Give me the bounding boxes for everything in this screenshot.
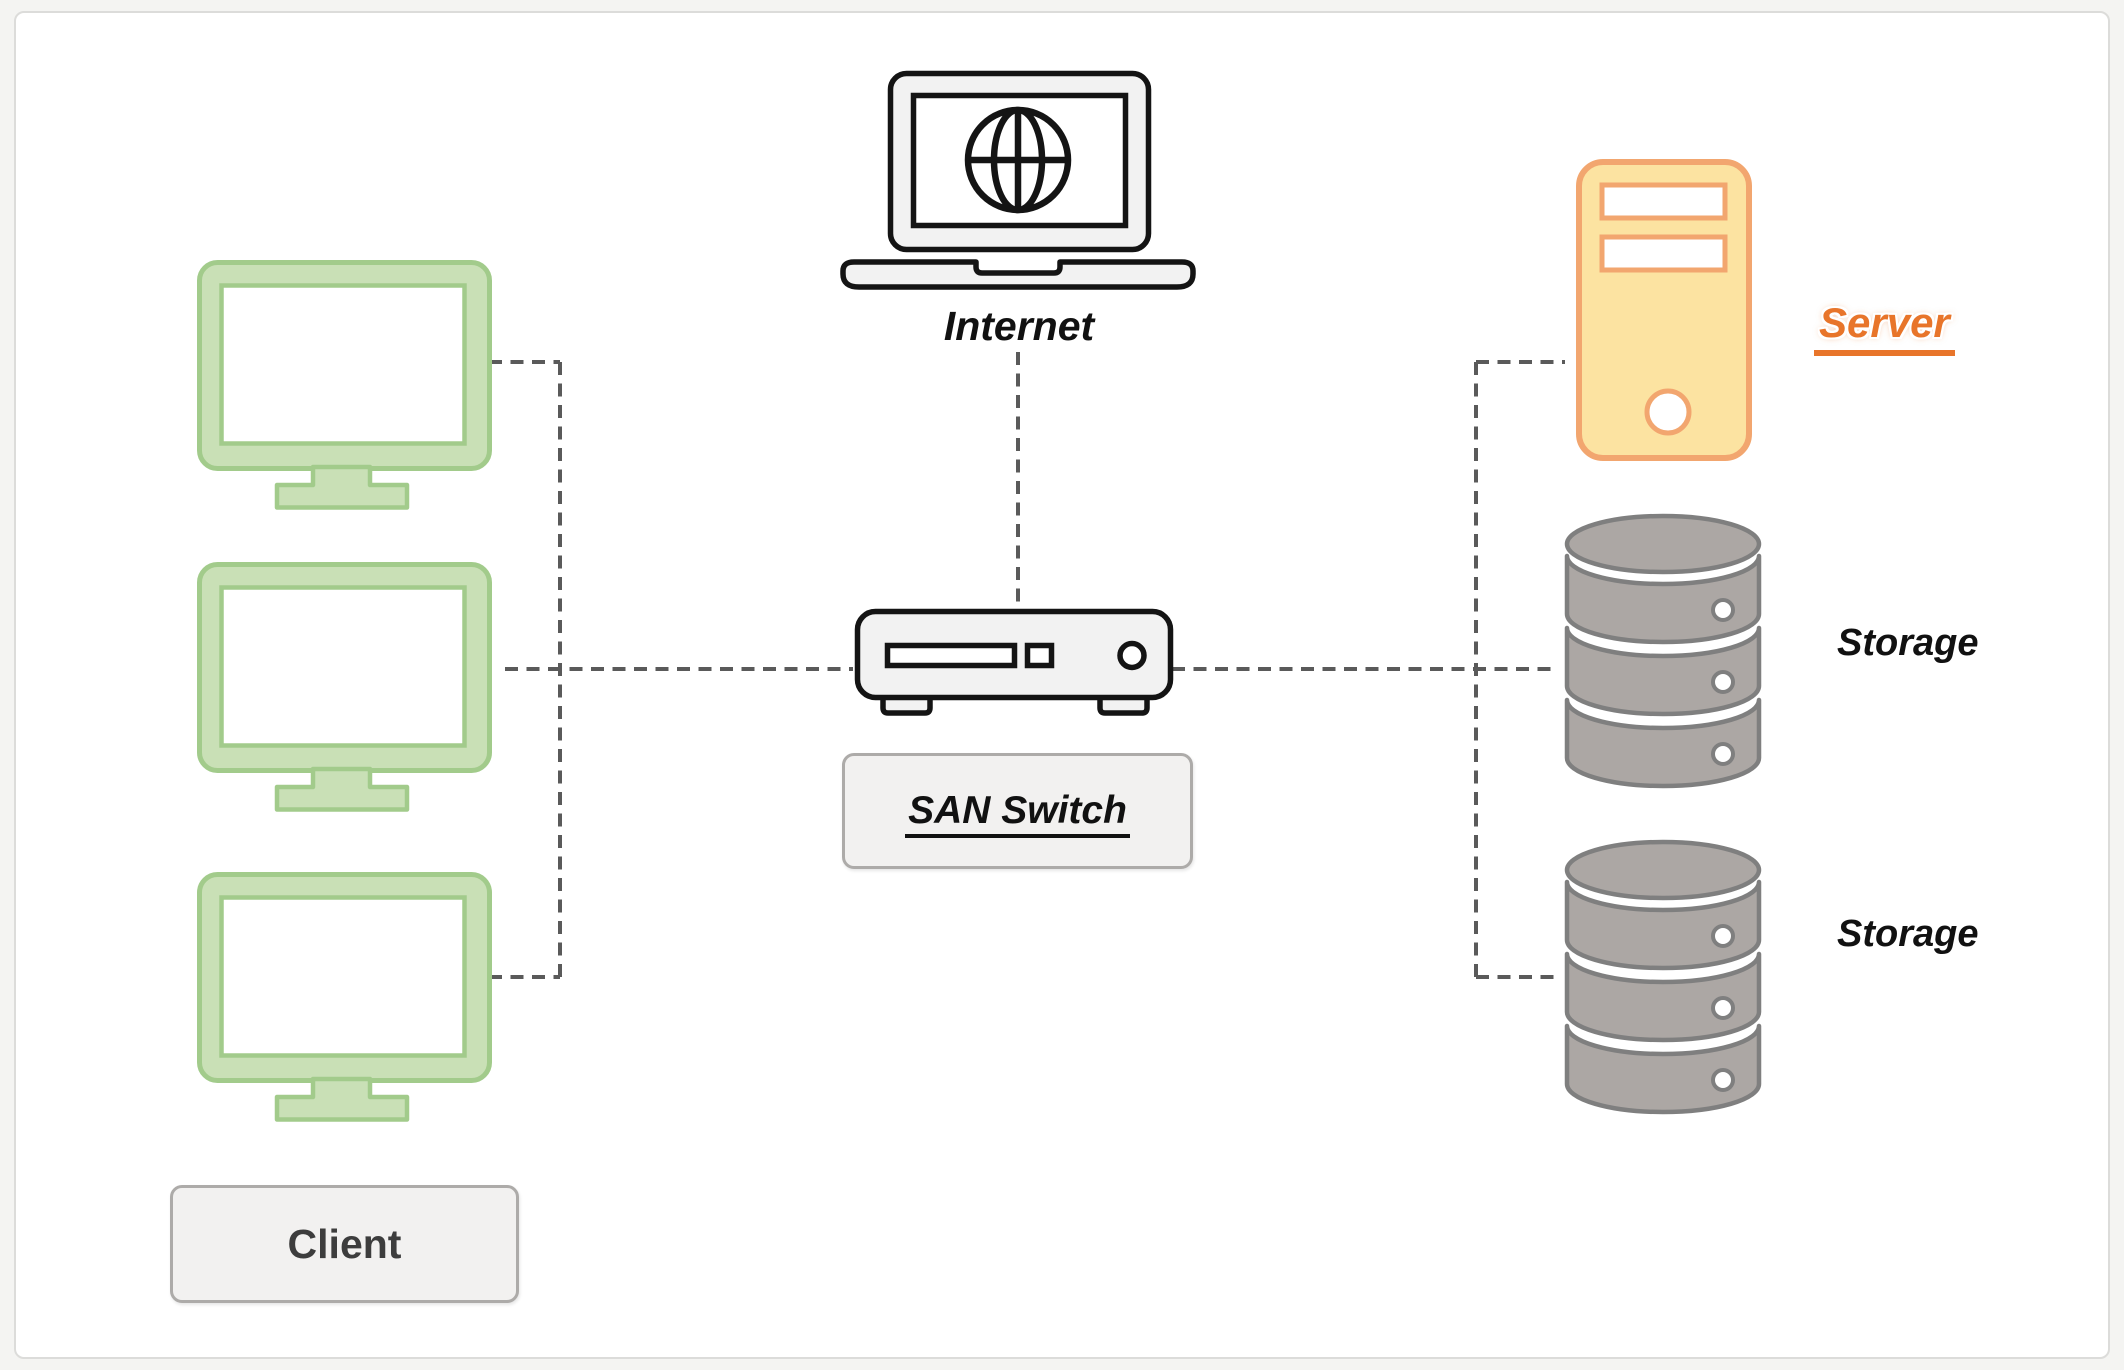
client-monitor-icon-3 (197, 872, 492, 1122)
san-switch-label-box: SAN Switch (842, 753, 1193, 869)
network-switch-icon (854, 608, 1174, 716)
internet-label: Internet (943, 303, 1095, 349)
switch-led (1117, 640, 1147, 671)
server-power-button (1644, 388, 1692, 436)
laptop-base (840, 259, 1196, 290)
server-label: Server (1814, 300, 1955, 356)
client-monitor-icon-1 (197, 260, 492, 510)
client-label-box: Client (170, 1185, 519, 1303)
client-label: Client (287, 1220, 402, 1267)
laptop-globe-icon (840, 70, 1196, 290)
server-bay-2 (1599, 234, 1728, 273)
storage-label-top: Storage (1837, 622, 1979, 664)
globe-icon (964, 106, 1072, 214)
switch-slot (884, 642, 1018, 669)
client-monitor-icon-2 (197, 562, 492, 812)
san-switch-label: SAN Switch (905, 789, 1130, 838)
storage-label-bottom: Storage (1837, 913, 1979, 955)
switch-port (1024, 642, 1055, 669)
database-stack-icon-bottom (1564, 839, 1762, 1115)
server-bay-1 (1599, 182, 1728, 221)
server-tower-icon (1576, 159, 1752, 461)
database-stack-icon-top (1564, 513, 1762, 789)
